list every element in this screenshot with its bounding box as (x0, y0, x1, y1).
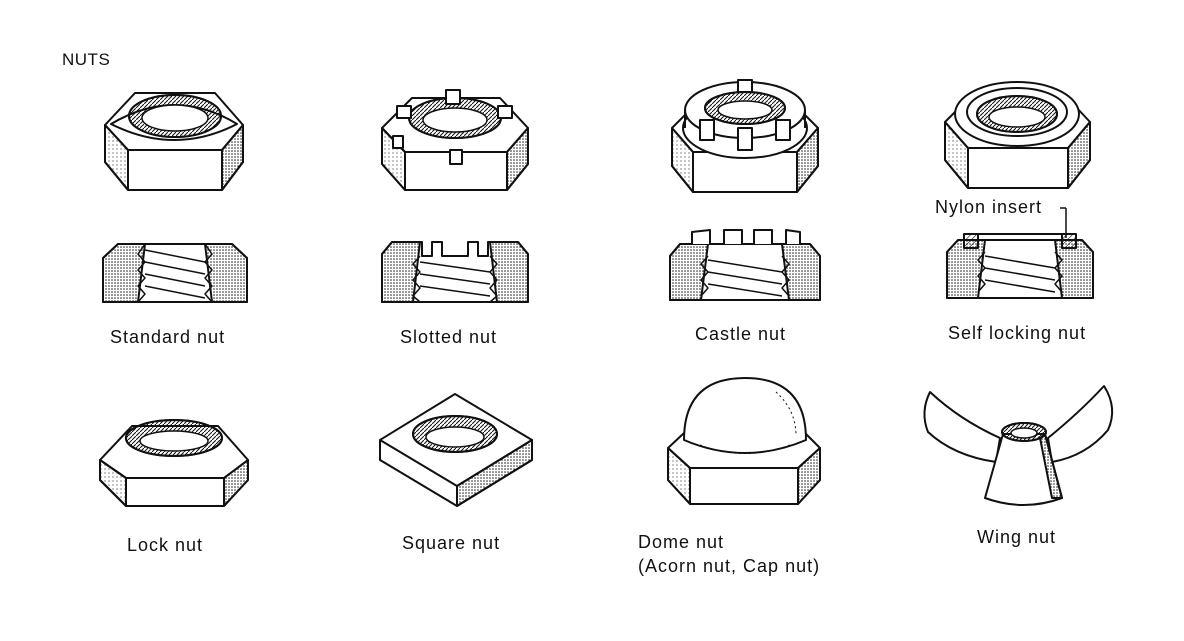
lock-nut-illustration (99, 419, 249, 507)
wing-nut-illustration (923, 385, 1114, 506)
standard-nut-label: Standard nut (110, 327, 226, 347)
castle-nut-label: Castle nut (695, 324, 787, 344)
diagram-title: NUTS (62, 50, 111, 69)
castle-nut-illustration (671, 79, 819, 193)
castle-nut-section (669, 229, 821, 301)
square-nut-illustration (379, 393, 533, 507)
dome-nut-alias-label: (Acorn nut, Cap nut) (638, 556, 821, 576)
nylon-insert-leader-line (1060, 207, 1067, 238)
self-locking-nut-section (946, 233, 1094, 299)
standard-nut-illustration (104, 92, 244, 191)
lock-nut-label: Lock nut (127, 535, 204, 555)
slotted-nut-section (381, 241, 529, 303)
wing-nut-label: Wing nut (977, 527, 1057, 547)
nylon-insert-callout: Nylon insert (935, 197, 1043, 217)
standard-nut-section (102, 243, 248, 303)
slotted-nut-label: Slotted nut (400, 327, 498, 347)
self-locking-nut-illustration (944, 81, 1091, 189)
dome-nut-illustration (667, 377, 821, 505)
self-locking-nut-label: Self locking nut (948, 323, 1087, 343)
square-nut-label: Square nut (402, 533, 501, 553)
slotted-nut-illustration (381, 89, 529, 191)
dome-nut-label: Dome nut (638, 532, 725, 552)
